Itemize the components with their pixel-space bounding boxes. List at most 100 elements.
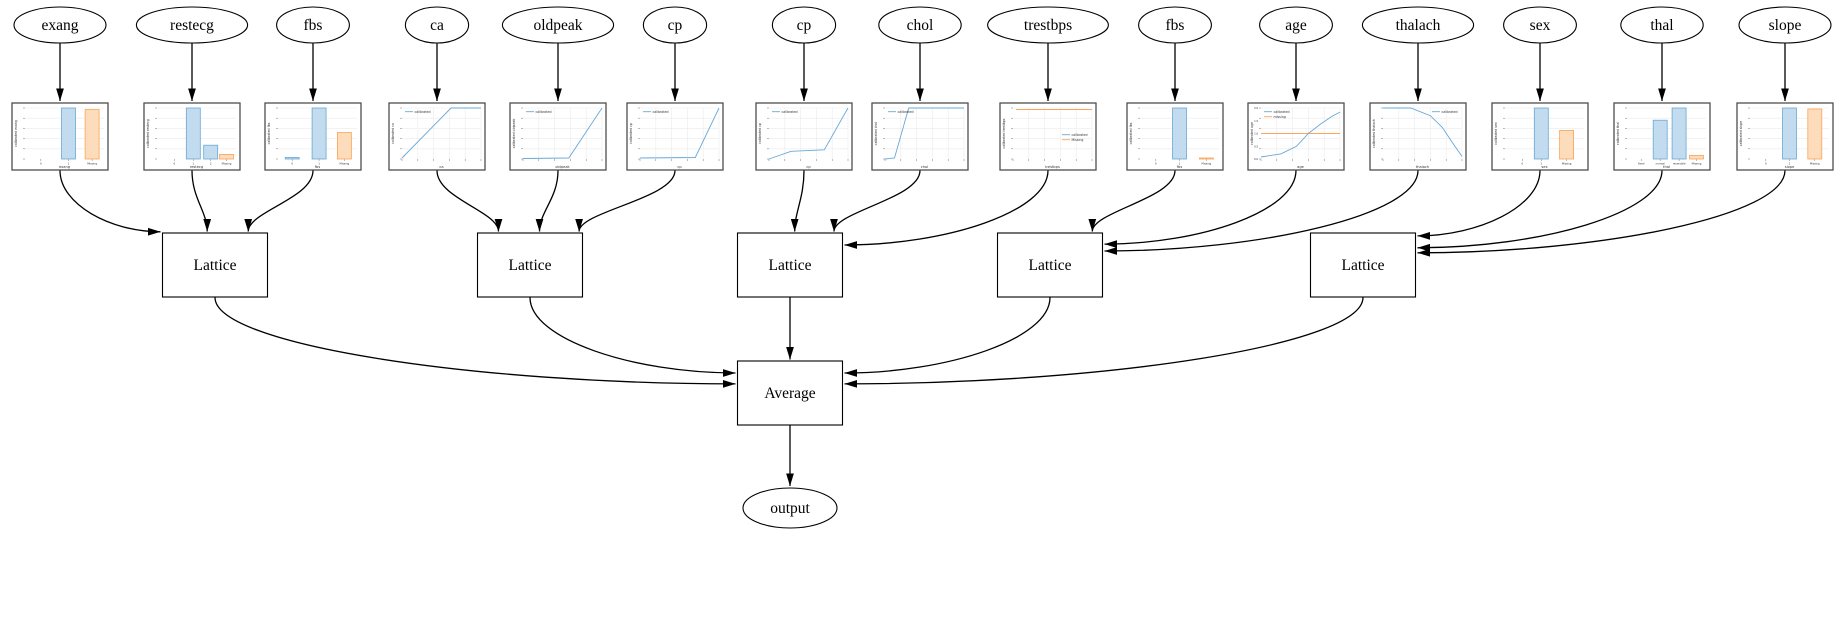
x-axis-label: ca: [439, 165, 443, 169]
edge-chart-fbs-lattice-1: [244, 170, 314, 232]
feature-label: slope: [1769, 17, 1802, 34]
feature-ellipse: [501, 6, 615, 44]
chart-frame: [388, 102, 486, 171]
average-label: Average: [764, 385, 815, 402]
y-axis-label: calibrated age: [1250, 122, 1254, 145]
x-tick-label: 0: [291, 161, 293, 165]
feature-label: exang: [41, 17, 78, 34]
chart-frame: [755, 102, 853, 171]
line-calibrated: [1383, 107, 1463, 157]
chart-frame: [626, 102, 724, 171]
legend-label: calibrated: [415, 110, 431, 114]
lattice-box: [736, 232, 844, 298]
bar-calibrated: [1172, 107, 1187, 160]
feature-ellipse: [135, 6, 249, 44]
feature-node-slope: slope: [1738, 6, 1832, 44]
chart-legend: calibrated: [643, 110, 669, 114]
lattice-label: Lattice: [193, 257, 236, 274]
output-ellipse: [742, 487, 838, 529]
bar-calibrated: [311, 107, 327, 160]
feature-ellipse: [1361, 6, 1475, 44]
edge-chart-oldpeak-lattice-2: [535, 170, 559, 232]
feature-node-sex: sex: [1503, 6, 1577, 44]
x-tick-label: 1: [1179, 161, 1181, 165]
x-axis-label: trestbps: [1045, 165, 1060, 169]
edge-chart-cp-lattice-3: [790, 170, 805, 232]
y-tick-label: 1.5: [1254, 119, 1258, 123]
x-axis-label: age: [1297, 165, 1304, 169]
chart-frame: [509, 102, 607, 171]
feature-label: age: [1285, 17, 1307, 34]
feature-label: thal: [1650, 17, 1673, 34]
x-tick-label: 1: [318, 161, 320, 165]
edge-lattice-5-average: [844, 297, 1364, 388]
feature-label: trestbps: [1024, 17, 1072, 34]
edge-chart-restecg-lattice-1: [191, 170, 212, 232]
lattice-node-1: Lattice: [161, 232, 269, 298]
y-axis-label: calibrated fbs: [267, 122, 271, 144]
legend-label: calibrated: [1072, 133, 1088, 137]
bar-missing: [1807, 108, 1823, 160]
edge-chart-fbs-lattice-4: [1088, 170, 1176, 232]
y-axis-label: calibrated cp: [758, 123, 762, 144]
x-tick-label: 0: [1765, 161, 1767, 165]
feature-node-cp: cp: [771, 6, 837, 44]
chart-frame: [1247, 102, 1345, 171]
line-calibrated: [1260, 111, 1341, 158]
bar-missing: [219, 153, 234, 160]
average-box: [736, 360, 844, 426]
y-tick-label: 0.5: [1254, 144, 1258, 148]
x-tick-label: Missing: [340, 161, 350, 165]
edge-chart-chol-lattice-3: [830, 170, 921, 232]
feature-label: fbs: [304, 17, 323, 34]
chart-frame: [871, 102, 969, 171]
feature-node-oldpeak: oldpeak: [501, 6, 615, 44]
feature-node-exang: exang: [13, 6, 107, 44]
output-node: output: [742, 487, 838, 529]
y-axis-label: calibrated slope: [1739, 121, 1743, 147]
y-axis-label: calibrated thalach: [1372, 119, 1376, 148]
feature-label: cp: [668, 17, 683, 34]
legend-label: calibrated: [653, 110, 669, 114]
bar-calibrated: [1782, 107, 1797, 160]
chart-legend: calibrated: [405, 110, 431, 114]
bar-calibrated: [1533, 107, 1549, 160]
chart-legend: calibrated: [526, 110, 552, 114]
x-tick-label: Missing: [87, 161, 97, 165]
y-axis-label: calibrated thal: [1616, 122, 1620, 145]
feature-ellipse: [1620, 6, 1704, 44]
x-axis-label: oldpeak: [555, 165, 570, 169]
x-tick-label: Missing: [222, 161, 232, 165]
feature-node-age: age: [1259, 6, 1333, 44]
y-tick-label: 0.0: [1254, 157, 1258, 161]
x-tick-label: Missing: [1562, 161, 1572, 165]
line-calibrated: [768, 107, 849, 160]
feature-node-thalach: thalach: [1361, 6, 1475, 44]
x-tick-label: 1: [1541, 161, 1543, 165]
x-tick-label: Missing: [1810, 161, 1820, 165]
line-calibrated: [639, 107, 720, 159]
feature-ellipse: [771, 6, 837, 44]
lattice-box: [476, 232, 584, 298]
x-tick-label: normal: [1656, 161, 1665, 165]
feature-ellipse: [878, 6, 962, 44]
edge-lattice-2-average: [529, 297, 736, 377]
feature-label: chol: [907, 17, 934, 34]
x-tick-label: fixed: [1638, 161, 1645, 165]
x-axis-label: cp: [806, 165, 811, 169]
edge-chart-age-lattice-4: [1104, 170, 1297, 248]
x-axis-label: fbs: [1177, 165, 1183, 169]
bar-missing: [336, 132, 352, 160]
y-axis-label: calibrated sex: [1494, 122, 1498, 145]
